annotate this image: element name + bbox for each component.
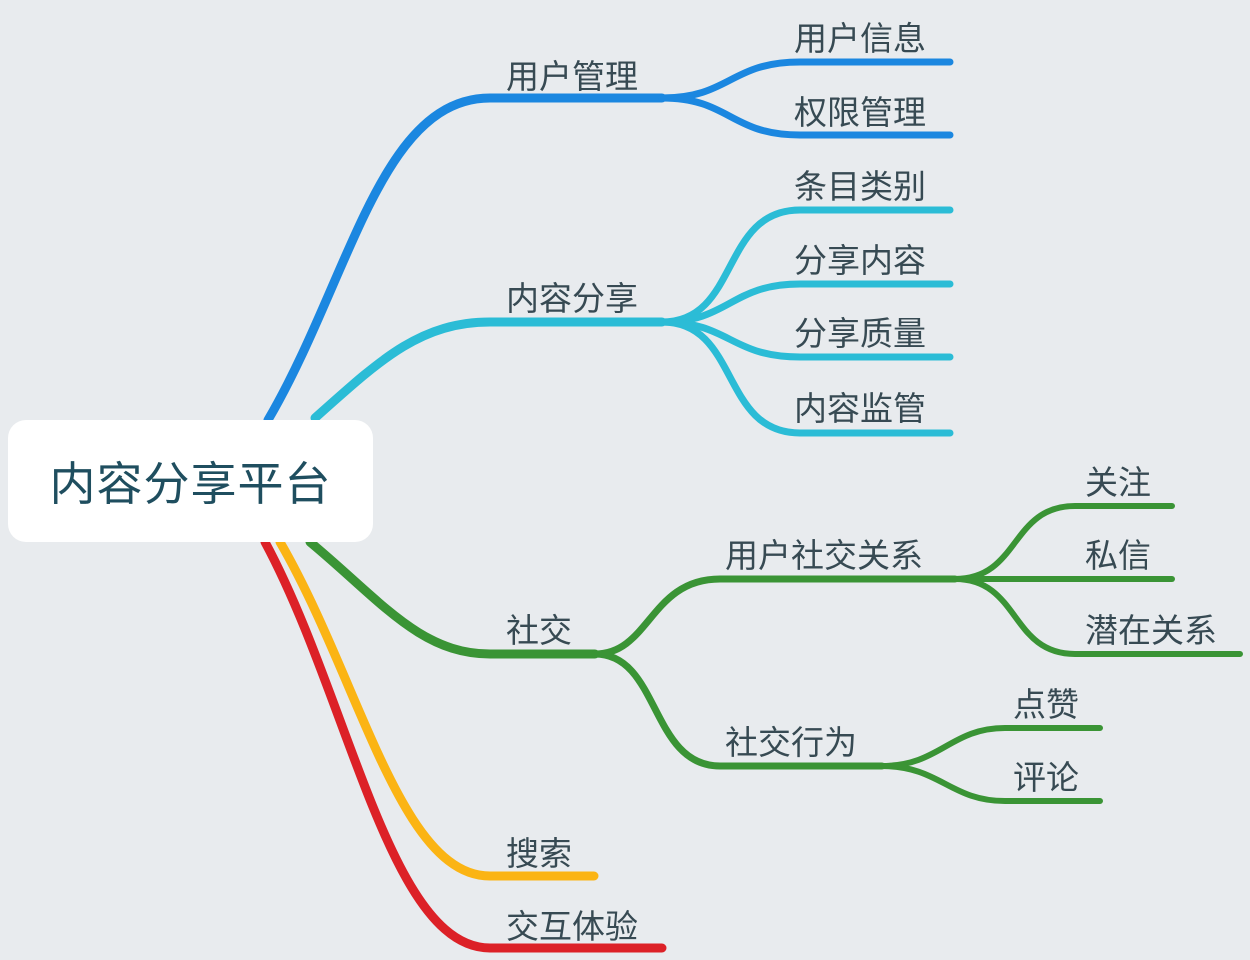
connector-root-search [275,537,599,881]
connector-root-social [305,537,600,659]
connector-root-user-management [263,93,667,425]
connector-root-content-sharing [310,317,667,423]
node-content-moderation[interactable]: 内容监管 [794,389,926,428]
node-like[interactable]: 点赞 [1013,685,1079,724]
node-potential-relations[interactable]: 潜在关系 [1085,611,1217,650]
connector-comment [879,763,1103,804]
root-node[interactable]: 内容分享平台 [8,420,373,542]
node-user-management[interactable]: 用户管理 [506,57,638,96]
connector-potential-relations [952,576,1243,657]
node-interaction-experience[interactable]: 交互体验 [506,907,638,946]
connector-follow [952,503,1175,582]
connector-social-relations [591,575,959,658]
node-shared-content[interactable]: 分享内容 [794,241,926,280]
connector-permission-management [658,94,954,139]
node-search[interactable]: 搜索 [506,834,572,873]
connector-social-behavior [591,650,886,770]
node-private-message[interactable]: 私信 [1085,536,1151,575]
branch-interaction-experience: 交互体验 [260,537,667,953]
branch-social: 社交 用户社交关系 社交行为 关注 私信 潜在关系 点赞 评论 [305,463,1243,804]
root-title: 内容分享平台 [49,457,332,511]
node-permission-management[interactable]: 权限管理 [794,93,926,132]
node-share-quality[interactable]: 分享质量 [794,314,926,353]
node-social-behavior[interactable]: 社交行为 [725,723,857,762]
branch-search: 搜索 [275,537,599,881]
connector-like [879,725,1103,769]
node-content-sharing[interactable]: 内容分享 [506,279,638,318]
node-follow[interactable]: 关注 [1085,463,1151,502]
node-item-category[interactable]: 条目类别 [794,167,926,206]
branch-content-sharing: 内容分享 条目类别 分享内容 分享质量 内容监管 [310,167,954,437]
node-social[interactable]: 社交 [506,611,572,650]
connector-content-moderation [658,318,954,437]
node-social-relations[interactable]: 用户社交关系 [725,536,923,575]
connector-root-interaction [260,537,667,953]
node-user-info[interactable]: 用户信息 [794,19,926,58]
branch-user-management: 用户管理 用户信息 权限管理 [263,19,954,425]
node-comment[interactable]: 评论 [1013,758,1079,797]
